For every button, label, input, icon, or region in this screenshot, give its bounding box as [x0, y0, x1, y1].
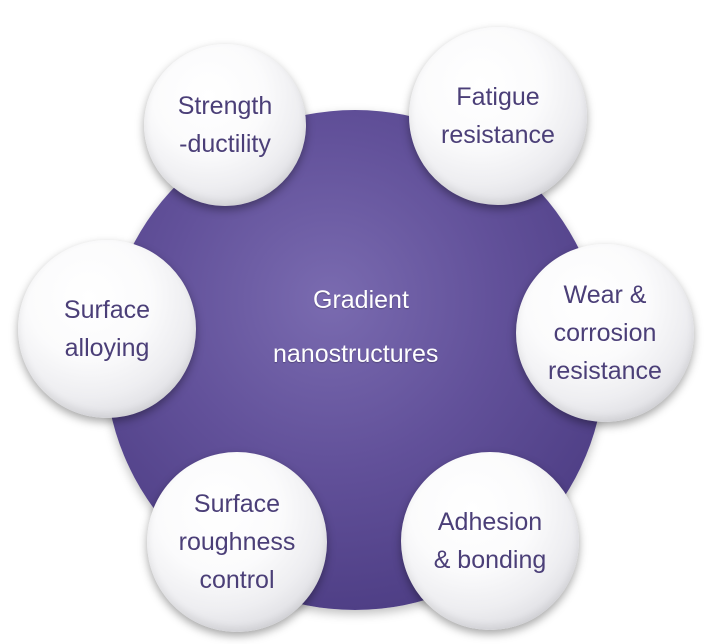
- node-label-line: resistance: [548, 357, 662, 385]
- node-label-line: Adhesion: [437, 508, 543, 536]
- node-surface-roughness-control: Surface roughness control: [147, 452, 327, 632]
- node-label-line: Surface: [193, 490, 281, 518]
- node-adhesion-bonding: Adhesion & bonding: [401, 452, 579, 630]
- center-title-line-2: nanostructures: [273, 340, 439, 368]
- node-label-line: Strength: [177, 92, 273, 120]
- node-label-line: corrosion: [553, 319, 657, 347]
- center-title-line-1: Gradient: [313, 286, 409, 314]
- node-label-line: -ductility: [179, 130, 271, 158]
- node-label-line: & bonding: [433, 546, 547, 574]
- node-label-line: control: [199, 566, 275, 594]
- node-fatigue-resistance: Fatigue resistance: [409, 27, 587, 205]
- node-label-line: alloying: [64, 334, 150, 362]
- node-surface-alloying: Surface alloying: [18, 240, 196, 418]
- node-label-line: Wear &: [563, 281, 647, 309]
- node-label-line: resistance: [441, 121, 555, 149]
- node-label-line: Fatigue: [456, 83, 540, 111]
- node-label-line: Surface: [63, 296, 151, 324]
- node-label-line: roughness: [178, 528, 296, 556]
- node-wear-corrosion-resistance: Wear & corrosion resistance: [516, 244, 694, 422]
- node-strength-ductility: Strength -ductility: [144, 44, 306, 206]
